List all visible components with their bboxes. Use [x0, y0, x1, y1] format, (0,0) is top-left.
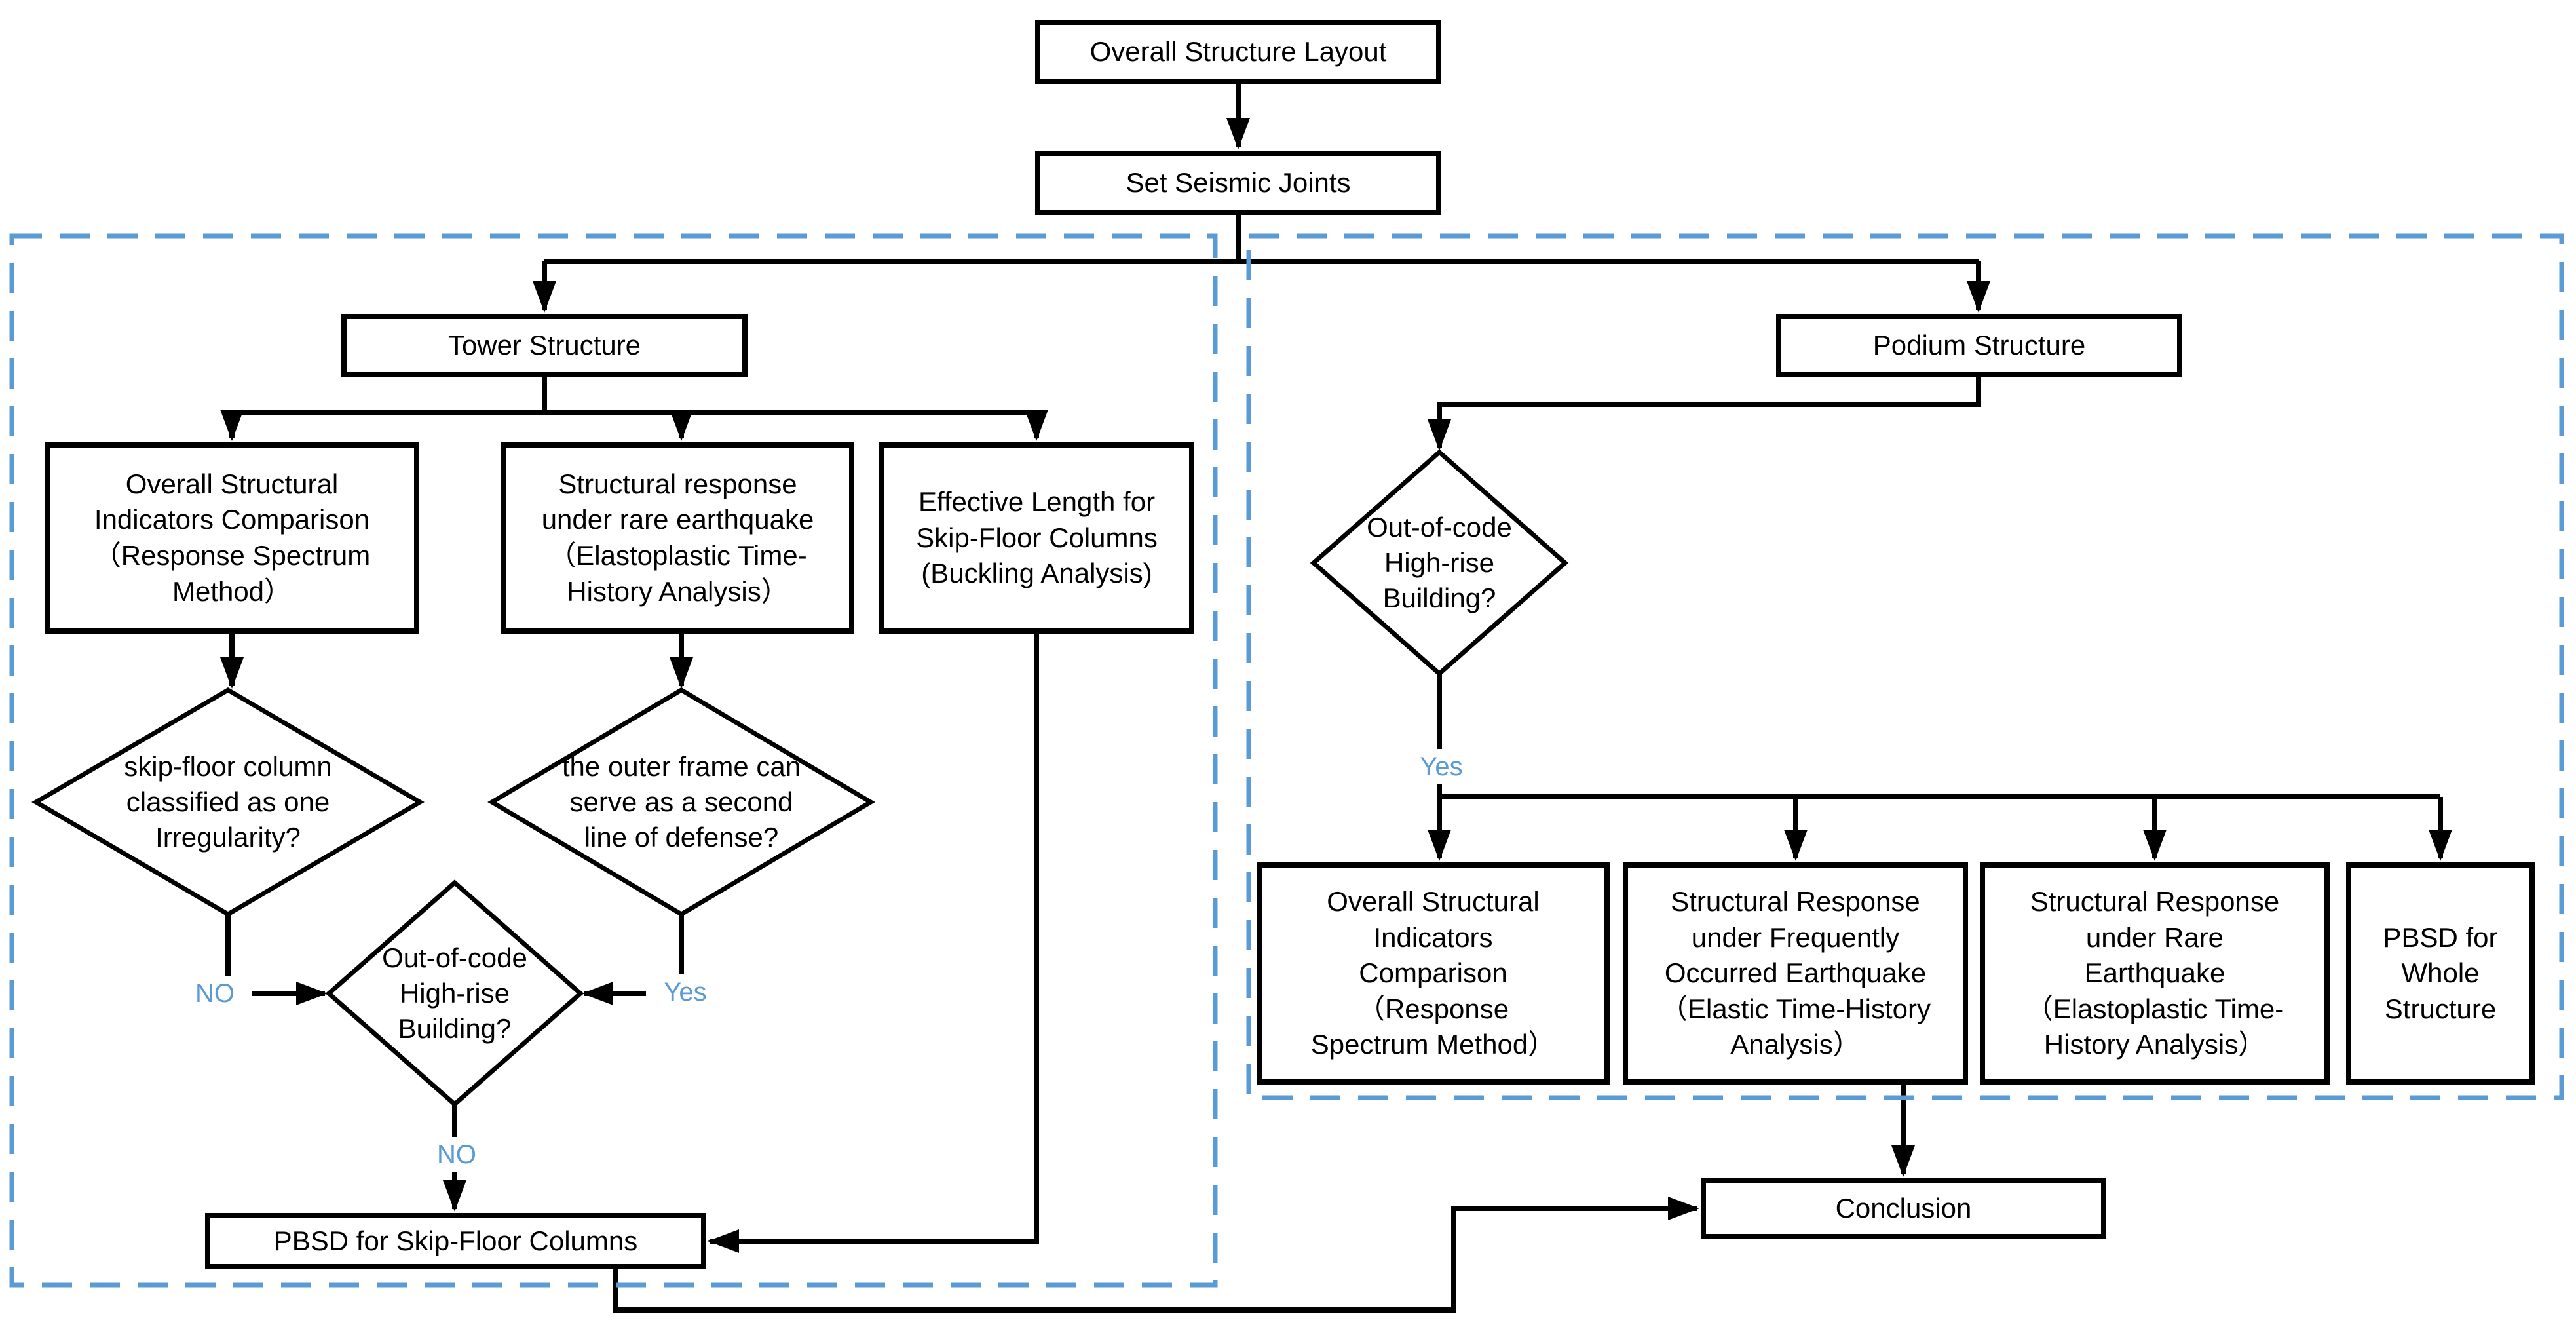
edge-label-no-left: NO [178, 976, 252, 1011]
node-effective-length: Effective Length for Skip-Floor Columns … [879, 442, 1194, 634]
decision-diamond-outer-frame [487, 687, 875, 917]
tower-dashed-region [9, 233, 1218, 1288]
podium-dashed-region [1246, 233, 2564, 1100]
node-conclusion: Conclusion [1701, 1178, 2106, 1239]
node-pbsd-skip-floor: PBSD for Skip-Floor Columns [205, 1213, 706, 1269]
node-tower-structure: Tower Structure [341, 314, 748, 377]
black-connectors [220, 84, 2452, 1313]
edge-effective-length-to-pbsd [708, 634, 1039, 1253]
decision-text-out-of-code-tower: Out-of-code High-rise Building? [382, 942, 527, 1044]
decision-text-skip-floor: skip-floor column classified as one Irre… [124, 751, 332, 853]
decision-diamond-out-of-code-tower [325, 879, 584, 1107]
node-podium-rare-response: Structural Response under Rare Earthquak… [1980, 862, 2330, 1085]
decision-text-out-of-code-podium: Out-of-code High-rise Building? [1367, 512, 1512, 613]
edge-label-yes-right: Yes [1402, 749, 1481, 784]
node-podium-structure: Podium Structure [1776, 314, 2182, 377]
node-set-seismic-joints: Set Seismic Joints [1035, 151, 1441, 215]
decision-diamond-out-of-code-podium [1310, 449, 1569, 677]
node-tower-rare-response: Structural response under rare earthquak… [501, 442, 854, 634]
edge-podium-to-decision [1428, 377, 1981, 451]
decision-text-outer-frame: the outer frame can serve as a second li… [561, 751, 801, 853]
dashed-regions [9, 233, 2564, 1288]
node-overall-structure-layout: Overall Structure Layout [1035, 20, 1441, 84]
edge-label-yes-left: Yes [646, 974, 725, 1010]
node-podium-frequent-response: Structural Response under Frequently Occ… [1623, 862, 1968, 1085]
decision-shapes [31, 449, 1569, 1107]
decision-diamond-skip-floor [31, 687, 425, 917]
edge-pbsd-to-conclusion [613, 1197, 1699, 1313]
node-tower-indicators: Overall Structural Indicators Comparison… [45, 442, 419, 634]
node-podium-indicators: Overall Structural Indicators Comparison… [1257, 862, 1610, 1085]
node-pbsd-whole-structure: PBSD for Whole Structure [2346, 862, 2535, 1085]
edge-label-no-bottom: NO [419, 1137, 495, 1172]
